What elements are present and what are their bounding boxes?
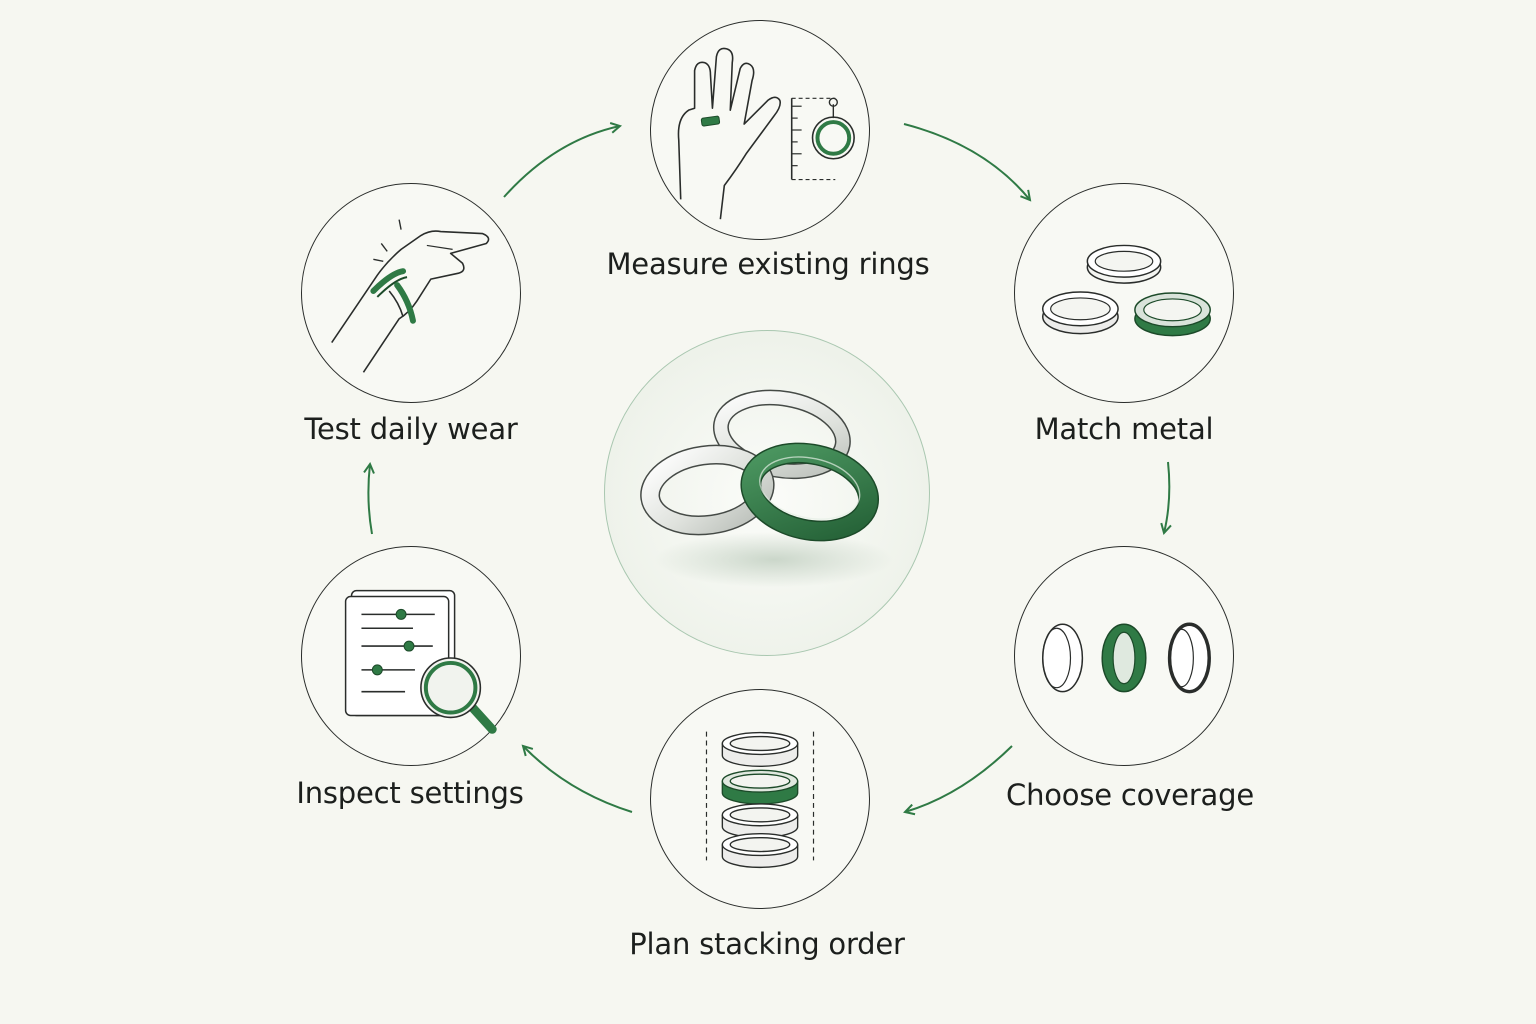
arrow-coverage-to-stacking <box>905 745 1013 812</box>
wrist-rings-icon <box>331 219 490 373</box>
arrow-inspect-to-wear <box>368 464 372 535</box>
ring-profiles-icon <box>1042 622 1211 694</box>
step-inspect-circle <box>301 546 521 766</box>
hand-measure-icon <box>677 47 855 220</box>
ring-trio-icon <box>1042 244 1211 337</box>
step-wear-label: Test daily wear <box>304 412 518 446</box>
step-measure-circle <box>650 20 870 240</box>
ring-stack-icon <box>705 731 815 869</box>
arrow-metal-to-coverage <box>1164 461 1169 533</box>
arrow-wear-to-measure <box>503 126 620 198</box>
step-stacking-label: Plan stacking order <box>629 927 905 961</box>
center-rings-circle <box>604 330 930 656</box>
step-metal-label: Match metal <box>1034 412 1214 446</box>
document-magnifier-icon <box>344 589 497 734</box>
step-measure-label: Measure existing rings <box>606 247 930 281</box>
step-wear-circle <box>301 183 521 403</box>
arrow-measure-to-metal <box>903 123 1030 200</box>
step-coverage-circle <box>1014 546 1234 766</box>
step-inspect-label: Inspect settings <box>296 776 524 810</box>
interlocked-rings-icon <box>640 389 894 588</box>
step-metal-circle <box>1014 183 1234 403</box>
step-coverage-label: Choose coverage <box>1006 778 1254 812</box>
step-stacking-circle <box>650 689 870 909</box>
arrow-stacking-to-inspect <box>523 746 633 813</box>
